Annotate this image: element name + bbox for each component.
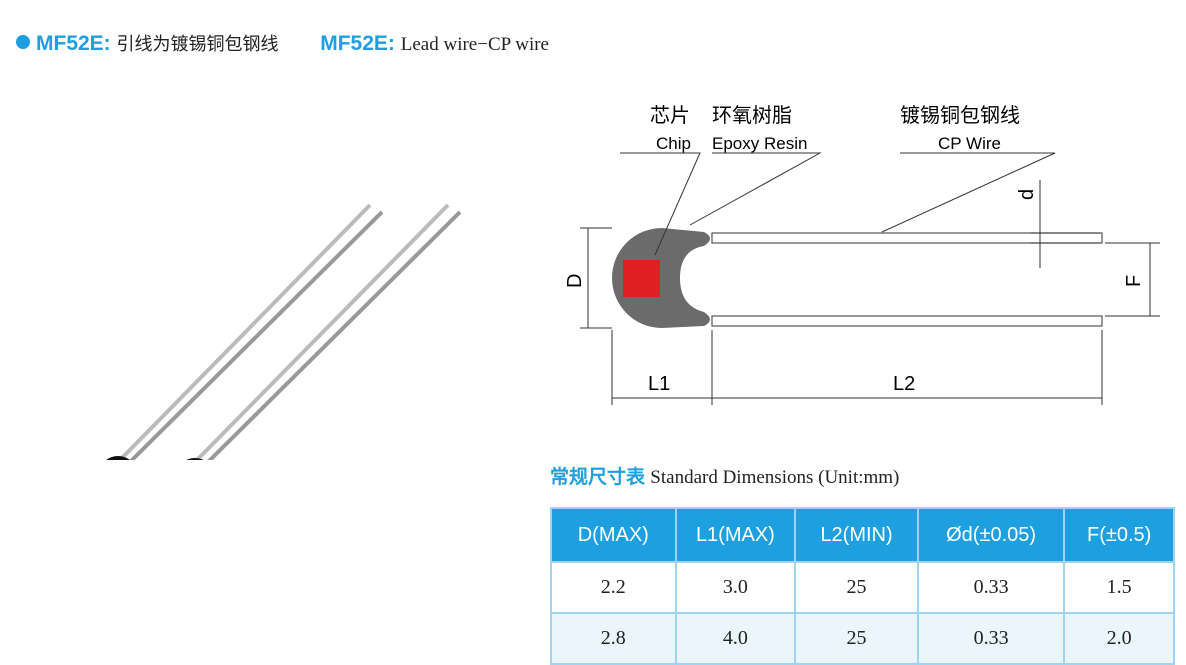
cn-description: 引线为镀锡铜包钢线 (116, 34, 279, 55)
table-cell: 0.33 (916, 561, 1066, 614)
column-header: Ød(±0.05) (916, 507, 1066, 563)
table-cell: 4.0 (674, 612, 797, 665)
epoxy-label-en: Epoxy Resin (712, 134, 807, 153)
dim-D-label: D (564, 274, 586, 288)
en-description: Lead wire−CP wire (400, 34, 549, 55)
dim-d-label: d (1016, 189, 1038, 200)
table-title-cn: 常规尺寸表 (550, 467, 646, 488)
table-cell: 2.0 (1063, 612, 1175, 665)
table-row: 2.8 4.0 25 0.33 2.0 (550, 612, 1175, 665)
dimension-diagram: 芯片 Chip 环氧树脂 Epoxy Resin 镀锡铜包钢线 CP Wire … (564, 104, 1160, 405)
column-header: F(±0.5) (1063, 507, 1175, 563)
column-header: L1(MAX) (674, 507, 797, 563)
column-header: L2(MIN) (794, 507, 919, 563)
column-header: D(MAX) (550, 507, 677, 563)
table-cell: 1.5 (1063, 561, 1175, 614)
thermistor-illustration: 芯片 Chip 环氧树脂 Epoxy Resin 镀锡铜包钢线 CP Wire … (106, 104, 1160, 460)
table-cell: 3.0 (674, 561, 797, 614)
model-label-en: MF52E: (320, 32, 395, 55)
wire-label-cn: 镀锡铜包钢线 (900, 104, 1020, 127)
table-cell: 2.2 (550, 561, 677, 614)
epoxy-body (612, 228, 710, 328)
dimensions-table: D(MAX) L1(MAX) L2(MIN) Ød(±0.05) F(±0.5)… (550, 507, 1175, 665)
table-cell: 2.8 (550, 612, 677, 665)
page-title: MF52E: 引线为镀锡铜包钢线 MF52E: Lead wire−CP wir… (16, 30, 549, 56)
model-label: MF52E: (36, 32, 111, 55)
dim-L1-label: L1 (648, 373, 670, 395)
chip-square (623, 260, 660, 297)
table-cell: 25 (794, 612, 919, 665)
epoxy-label-cn: 环氧树脂 (712, 104, 792, 127)
chip-label-en: Chip (656, 134, 691, 153)
dim-L2-label: L2 (893, 373, 915, 395)
chip-label-cn: 芯片 (650, 104, 690, 127)
dim-F-label: F (1123, 275, 1145, 287)
table-row: 2.2 3.0 25 0.33 1.5 (550, 561, 1175, 614)
table-cell: 25 (794, 561, 919, 614)
table-cell: 0.33 (916, 612, 1066, 665)
table-title: 常规尺寸表 Standard Dimensions (Unit:mm) (550, 462, 899, 489)
table-title-en: Standard Dimensions (Unit:mm) (650, 467, 900, 488)
wire-label-en: CP Wire (938, 134, 1001, 153)
bullet-icon (16, 35, 30, 49)
product-photo (106, 203, 462, 460)
table-header-row: D(MAX) L1(MAX) L2(MIN) Ød(±0.05) F(±0.5) (550, 507, 1175, 563)
